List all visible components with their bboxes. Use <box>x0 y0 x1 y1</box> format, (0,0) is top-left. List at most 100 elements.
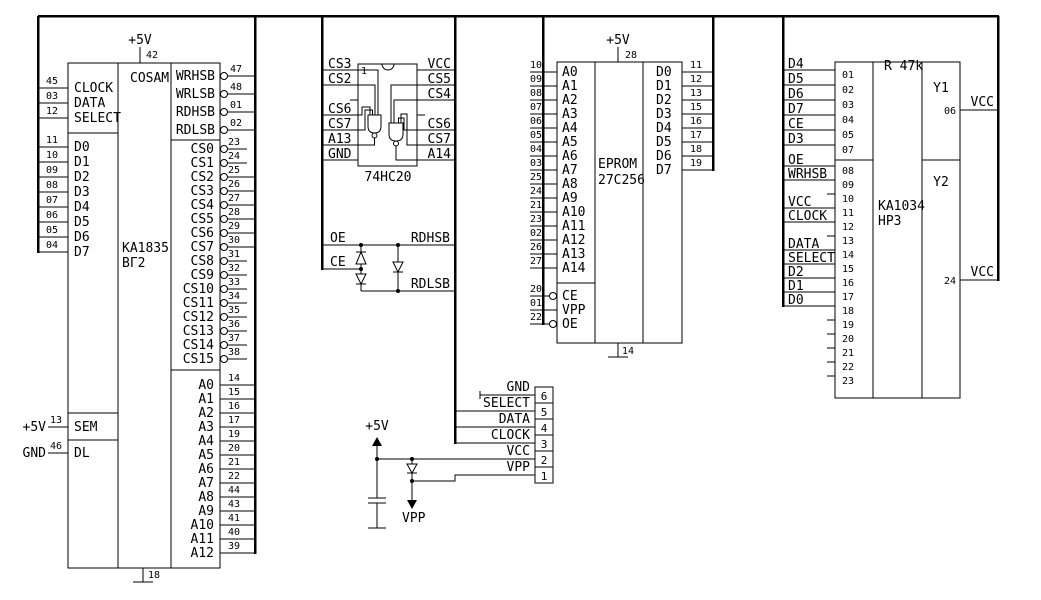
eprom-chip-pin-d1: 12 <box>690 74 702 85</box>
ka1835-chip-pin-35: 35 <box>228 305 240 316</box>
ka1034-chip-label-d7: D7 <box>788 102 804 117</box>
ka1835-chip-pin-36: 36 <box>228 319 240 330</box>
ka1835-chip-label-a12: A12 <box>191 546 214 561</box>
ka1835-chip-bubble-5 <box>220 159 228 167</box>
decode-diodes-label-ce: CE <box>330 255 346 270</box>
eprom-chip-outline-0 <box>556 61 683 344</box>
prog-connector-label-vcc: VCC <box>507 444 530 459</box>
eprom-chip-label-a13: A13 <box>562 247 585 262</box>
ka1835-chip-label-cs12: CS12 <box>183 310 214 325</box>
ka1835-chip-bubble-7 <box>220 187 228 195</box>
eprom-chip-label-a5: A5 <box>562 135 578 150</box>
ka1835-chip-pin-24: 24 <box>228 151 240 162</box>
prog-connector-arrow-up <box>372 437 382 446</box>
ka1835-chip-pin-01: 01 <box>230 100 242 111</box>
prog-connector-cell-6: 6 <box>541 390 548 403</box>
hc20-chip-label-a13: A13 <box>328 132 351 147</box>
eprom-chip: +5V28100908070605040325242123022627A0A1A… <box>530 33 713 358</box>
ka1835-chip-label-cs13: CS13 <box>183 324 214 339</box>
ka1034-chip-pin-01: 01 <box>842 70 854 81</box>
ka1835-chip-pin-11: 11 <box>46 135 58 146</box>
eprom-chip-pin-28: 28 <box>625 50 637 61</box>
eprom-chip-pin-d7: 19 <box>690 158 702 169</box>
eprom-chip-pin-a9: 24 <box>530 186 542 197</box>
prog-connector-arrow-down <box>407 500 417 509</box>
ka1034-chip-pin-17: 17 <box>842 292 854 303</box>
hc20-chip-bubble-0 <box>371 132 378 139</box>
eprom-chip-label-plus5v: +5V <box>606 33 630 48</box>
hc20-chip-gate1-out <box>358 138 375 146</box>
decode-diodes-label-rdhsb: RDHSB <box>411 231 450 246</box>
ka1835-chip-label-cs8: CS8 <box>191 254 214 269</box>
ka1835-chip-label-a5: A5 <box>198 448 214 463</box>
eprom-chip-pin-a11: 23 <box>530 214 542 225</box>
ka1835-chip-pin-33: 33 <box>228 277 240 288</box>
ka1835-chip-label-a11: A11 <box>191 532 214 547</box>
eprom-chip-label-d0: D0 <box>656 65 672 80</box>
ka1835-chip-chip-name-2: ВГ2 <box>122 256 145 271</box>
ka1034-chip-label-d6: D6 <box>788 87 804 102</box>
eprom-chip-label-vpp: VPP <box>562 303 586 318</box>
ka1835-chip-bubble-14 <box>220 285 228 293</box>
decode-diodes-label-oe: OE <box>330 231 346 246</box>
hc20-chip-label-cs7-r: CS7 <box>428 132 451 147</box>
ka1835-chip-pin-03: 03 <box>46 91 58 102</box>
ka1835-chip-bubble-18 <box>220 341 228 349</box>
ka1835-chip-chip-name-1: KA1835 <box>122 241 169 256</box>
eprom-chip-pin-d0: 11 <box>690 60 702 71</box>
prog-connector-label-vpp-out: VPP <box>402 511 426 526</box>
ka1835-chip-label-cs0: CS0 <box>191 142 214 157</box>
prog-connector-label-plus5v: +5V <box>365 419 389 434</box>
eprom-chip-label-a7: A7 <box>562 163 578 178</box>
ka1034-chip-label-d5: D5 <box>788 72 804 87</box>
ka1835-chip-pin-16: 16 <box>228 401 240 412</box>
ka1835-chip-bubble-0 <box>220 72 228 80</box>
ka1835-chip-pin-31: 31 <box>228 249 240 260</box>
ka1034-chip-pin-06: 06 <box>944 106 956 117</box>
ka1835-chip-bubble-1 <box>220 90 228 98</box>
eprom-chip-chip-name-2: 27C256 <box>598 173 645 188</box>
ka1034-chip-pin-08: 08 <box>842 166 854 177</box>
ka1835-chip-pin-10: 10 <box>46 150 58 161</box>
hc20-chip: CS3CS2CS6CS7A13GNDVCCCS5CS4CS6CS7A14174H… <box>322 57 455 185</box>
ka1835-chip-pin-19: 19 <box>228 429 240 440</box>
eprom-chip-label-a10: A10 <box>562 205 585 220</box>
ka1835-chip-pin-44: 44 <box>228 485 240 496</box>
decode-diodes-diode-up-triangle <box>355 250 367 265</box>
ka1835-chip-pin-02: 02 <box>230 118 242 129</box>
ka1835-chip-label-sem: SEM <box>74 420 98 435</box>
ka1835-chip-label-a10: A10 <box>191 518 214 533</box>
hc20-chip-label-cs2: CS2 <box>328 72 351 87</box>
ka1835-chip-pin-05: 05 <box>46 225 58 236</box>
prog-connector-cell-4: 4 <box>541 422 548 435</box>
ka1835-chip-label-d0: D0 <box>74 140 90 155</box>
eprom-chip-label-ce: CE <box>562 289 578 304</box>
ka1835-chip-pin-39: 39 <box>228 541 240 552</box>
ka1835-chip-label-a8: A8 <box>198 490 214 505</box>
ka1835-chip-label-cosam: COSAM <box>130 71 169 86</box>
ka1835-chip-bubble-17 <box>220 327 228 335</box>
decode-diodes-junction-3 <box>396 289 400 293</box>
eprom-chip-pin-a4: 06 <box>530 116 542 127</box>
ka1835-chip-label-d4: D4 <box>74 200 90 215</box>
ka1835-chip-bubble-16 <box>220 313 228 321</box>
ka1835-chip-pin-47: 47 <box>230 64 242 75</box>
ka1835-chip-pin-17: 17 <box>228 415 240 426</box>
ka1835-chip-pin-42: 42 <box>146 50 158 61</box>
ka1835-chip-pin-26: 26 <box>228 179 240 190</box>
ka1034-chip-pin-15: 15 <box>842 264 854 275</box>
ka1835-chip-label-rdhsb: RDHSB <box>176 105 215 120</box>
hc20-chip-notch <box>381 63 395 71</box>
hc20-chip-label-cs4: CS4 <box>428 87 452 102</box>
eprom-chip-pin-a3: 07 <box>530 102 542 113</box>
decode-diodes-junction-2 <box>396 243 400 247</box>
hc20-chip-label-cs6-r: CS6 <box>428 117 451 132</box>
ka1835-chip-pin-40: 40 <box>228 527 240 538</box>
prog-connector-diode-triangle <box>406 463 418 475</box>
ka1835-chip-pin-22: 22 <box>228 471 240 482</box>
ka1835-chip-label-wrlsb: WRLSB <box>176 87 215 102</box>
ka1835-chip-pin-45: 45 <box>46 76 58 87</box>
ka1034-chip-chip-name-2: HP3 <box>878 214 901 229</box>
decode-diodes-label-rdlsb: RDLSB <box>411 277 450 292</box>
ka1835-chip-label-plus5v-sem: +5V <box>23 420 47 435</box>
